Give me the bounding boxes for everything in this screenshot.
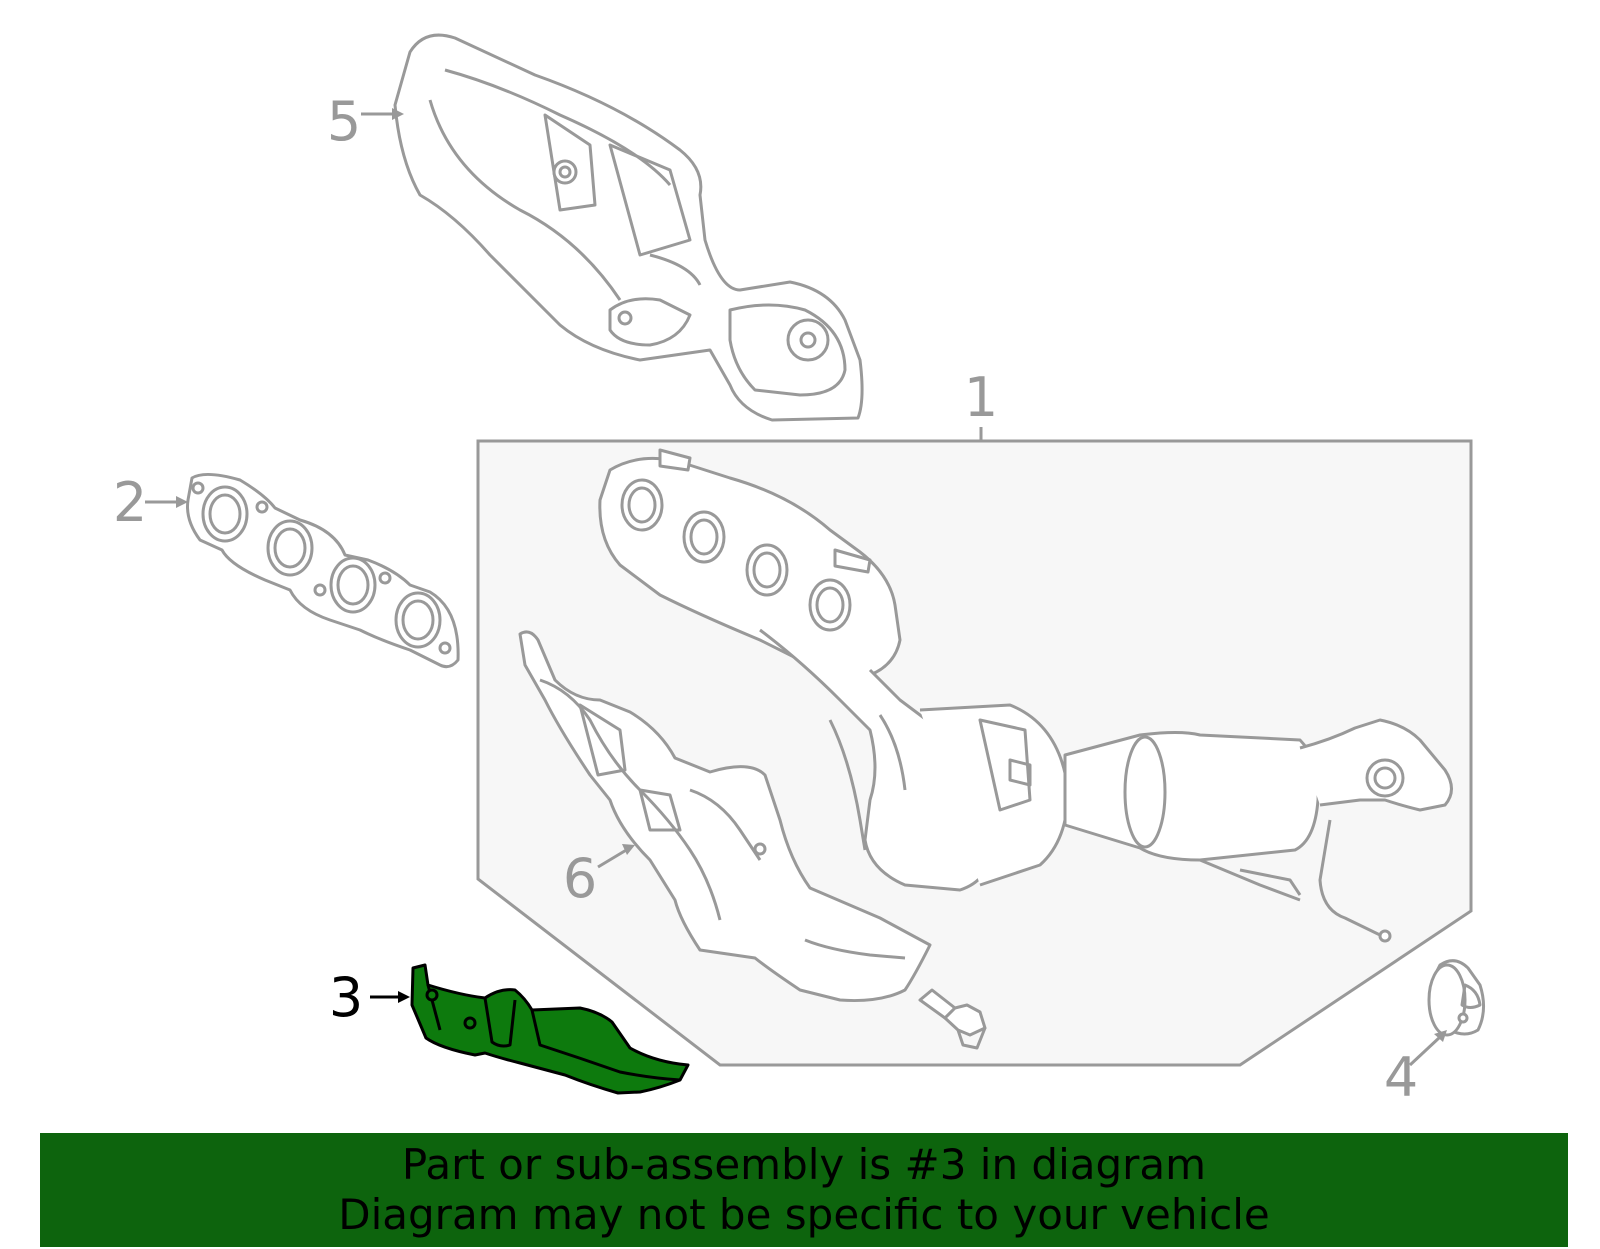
callout-5: 5 — [327, 90, 361, 153]
callout-4: 4 — [1384, 1046, 1418, 1109]
bolt — [918, 988, 987, 1050]
part-6-arrow — [597, 847, 629, 869]
part-3-arrowhead — [398, 991, 410, 1003]
callout-2: 2 — [113, 471, 147, 534]
part-2-arrowhead — [176, 496, 188, 508]
part-6-lower-heat-shield — [518, 630, 932, 1003]
callout-3: 3 — [329, 966, 363, 1029]
part-2-gasket — [186, 473, 460, 669]
part-1-manifold-converter — [598, 448, 1453, 943]
part-5-arrowhead — [392, 108, 404, 120]
part-6-arrowhead — [622, 844, 635, 855]
callout-1: 1 — [964, 366, 998, 429]
part-4-arrowhead — [1434, 1030, 1447, 1042]
info-banner: Part or sub-assembly is #3 in diagram Di… — [40, 1133, 1568, 1247]
callout-6: 6 — [563, 847, 597, 910]
part-4-arrow — [1408, 1035, 1442, 1067]
banner-line-disclaimer: Diagram may not be specific to your vehi… — [338, 1190, 1270, 1239]
part-5-heat-shield — [393, 33, 864, 422]
banner-line-part-number: Part or sub-assembly is #3 in diagram — [401, 1140, 1207, 1189]
part-4-hanger — [1427, 959, 1485, 1037]
part-3-bracket-highlighted — [410, 963, 690, 1095]
